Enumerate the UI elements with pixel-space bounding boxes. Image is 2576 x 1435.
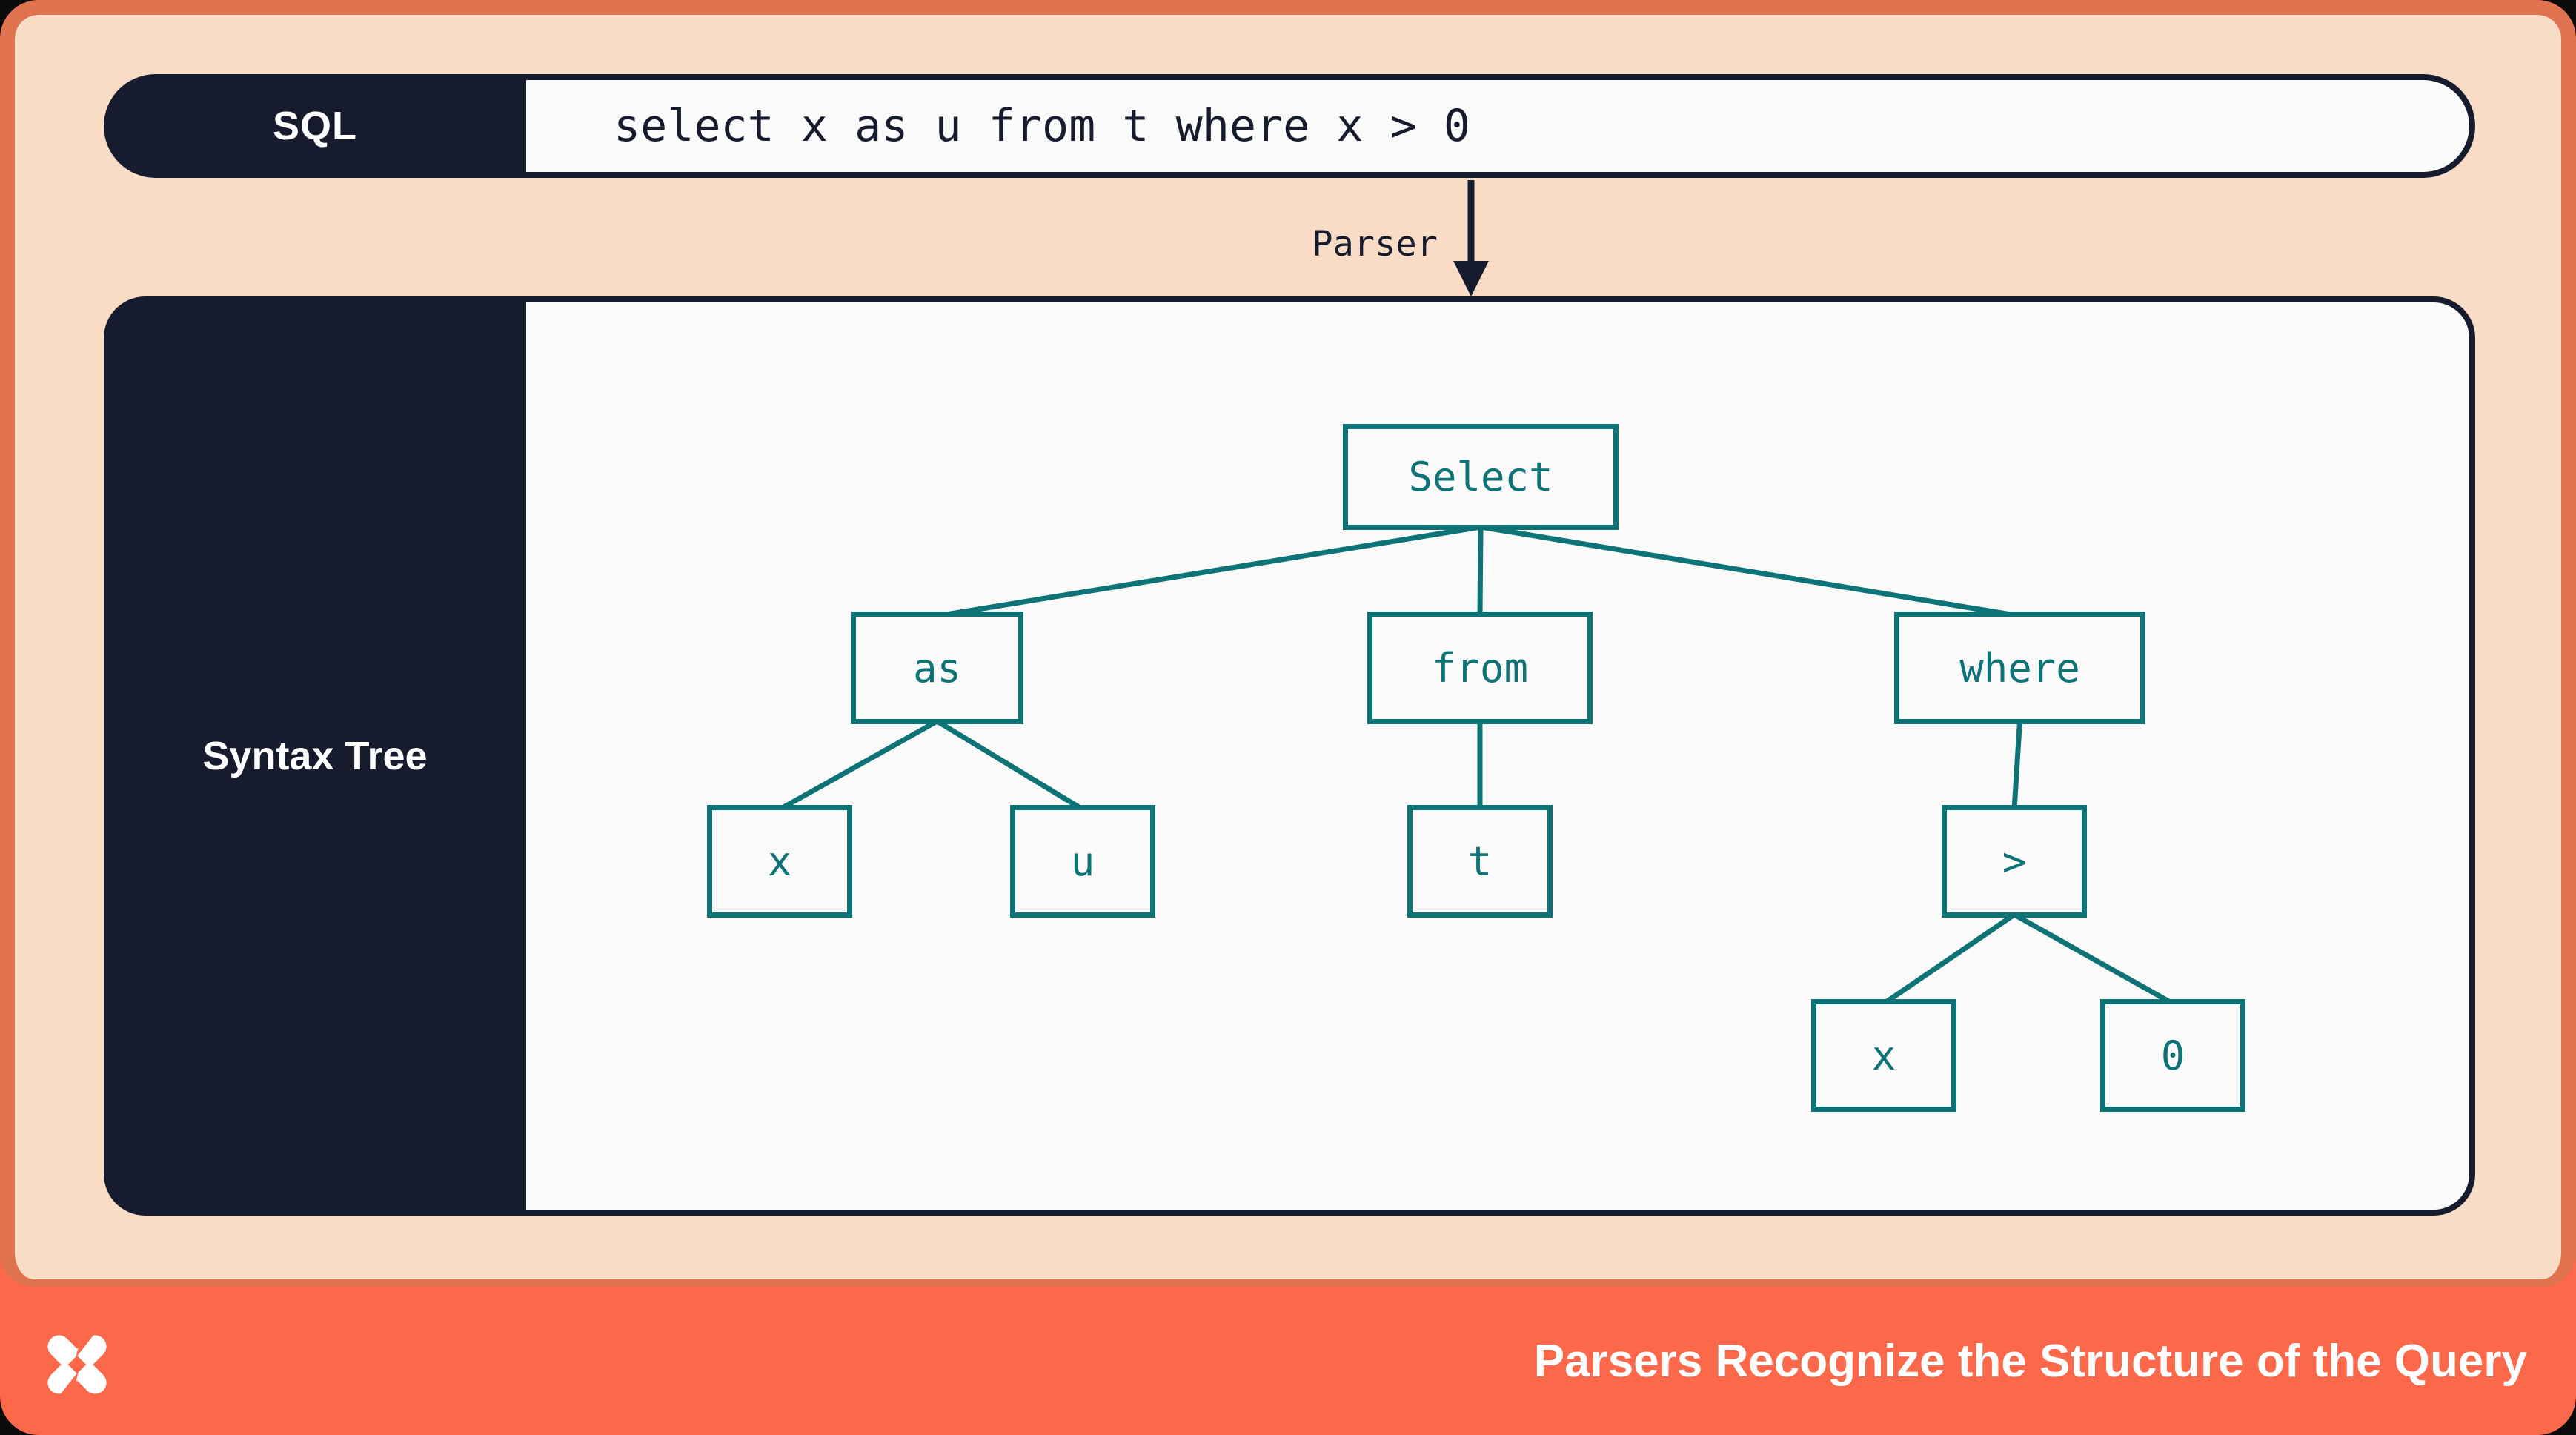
sql-bar: SQL select x as u from t where x > 0: [104, 74, 2475, 178]
slide-title: Parsers Recognize the Structure of the Q…: [1533, 1335, 2527, 1387]
parser-arrow-label: Parser: [1312, 224, 1438, 265]
syntax-tree-surface: [526, 302, 2469, 1210]
dolt-pinwheel-logo-icon: [47, 1328, 107, 1402]
sql-query-text: select x as u from t where x > 0: [526, 80, 2469, 172]
footer-bar: Parsers Recognize the Structure of the Q…: [0, 1287, 2576, 1435]
syntax-tree-panel: Syntax Tree: [104, 296, 2475, 1216]
syntax-tree-panel-label: Syntax Tree: [202, 734, 428, 778]
sql-bar-label: SQL: [272, 104, 357, 148]
